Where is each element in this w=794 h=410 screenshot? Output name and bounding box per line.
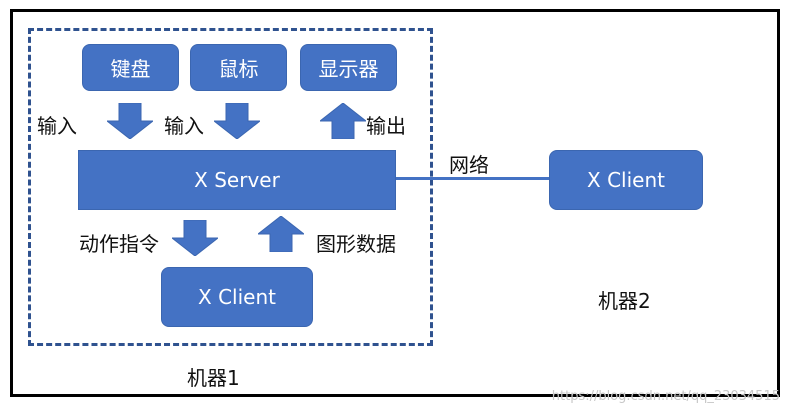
action-label: 动作指令 (79, 232, 159, 256)
graphics-label: 图形数据 (316, 232, 396, 256)
graphics-arrow-up (258, 216, 304, 252)
input-label-1: 输入 (37, 114, 77, 138)
network-label: 网络 (449, 153, 489, 177)
outer-frame (10, 9, 780, 397)
remote-x-client-box: X Client (549, 150, 703, 210)
local-x-client-box: X Client (161, 267, 313, 327)
input-arrow-down-1 (107, 103, 153, 139)
keyboard-box: 键盘 (82, 44, 179, 91)
mouse-box: 鼠标 (190, 44, 287, 91)
output-arrow-up (320, 103, 366, 139)
network-line (396, 177, 550, 180)
machine2-label: 机器2 (598, 289, 651, 313)
input-arrow-down-2 (214, 103, 260, 139)
mouse-label: 鼠标 (218, 57, 259, 81)
input-label-2: 输入 (164, 114, 204, 138)
display-box: 显示器 (300, 44, 397, 91)
machine1-label: 机器1 (187, 366, 240, 390)
action-arrow-down (172, 220, 218, 256)
output-label: 输出 (366, 114, 406, 138)
keyboard-label: 键盘 (110, 57, 151, 81)
x-server-box: X Server (78, 150, 396, 210)
remote-x-client-label: X Client (587, 168, 665, 192)
watermark: https://blog.csdn.net/qq_23034515 (551, 389, 780, 404)
machine1-boundary (28, 28, 433, 346)
display-label: 显示器 (318, 57, 379, 81)
local-x-client-label: X Client (198, 285, 276, 309)
x-server-label: X Server (194, 168, 280, 192)
